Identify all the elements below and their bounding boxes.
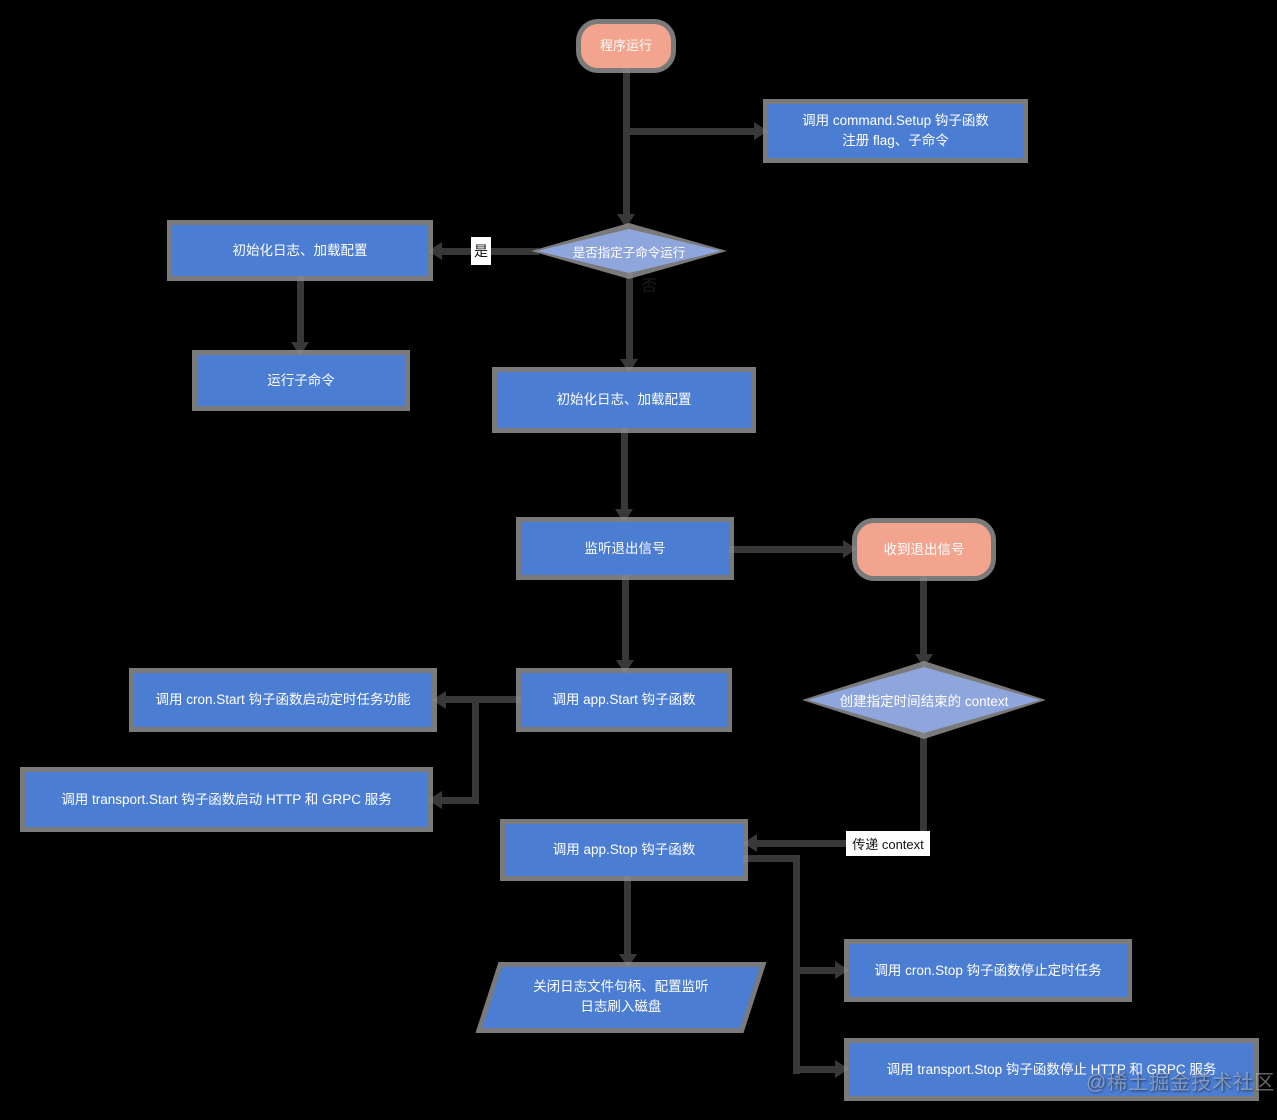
edge-no-to-init-log-center: [626, 273, 633, 361]
node-decision-context-label: 创建指定时间结束的 context: [839, 694, 1009, 709]
arrowhead-into-app-start: [616, 660, 634, 674]
edge-branch-to-transport-stop: [796, 1066, 837, 1073]
node-cron-start: 调用 cron.Start 钩子函数启动定时任务功能: [134, 673, 432, 727]
arrowhead-into-listen-exit: [615, 509, 633, 523]
node-app-stop-label: 调用 app.Stop 钩子函数: [552, 842, 696, 858]
arrowhead-into-run-subcommand: [291, 342, 309, 356]
node-listen-exit: 监听退出信号: [521, 522, 729, 575]
edge-label-no: 否: [641, 278, 658, 295]
edge-context-down: [920, 732, 927, 847]
arrowhead-into-receive-exit: [843, 540, 857, 558]
node-receive-exit: 收到退出信号: [857, 523, 991, 576]
edge-branch-left-to-transport-start: [440, 797, 479, 804]
edge-branch-down-to-transport-start: [472, 696, 479, 804]
edge-app-start-to-cron-start: [444, 696, 524, 703]
node-transport-stop-label: 调用 transport.Stop 钩子函数停止 HTTP 和 GRPC 服务: [886, 1061, 1217, 1077]
edge-label-yes: 是: [471, 237, 491, 265]
node-command-setup-line2: 注册 flag、子命令: [842, 133, 949, 148]
arrowhead-into-app-stop: [743, 834, 757, 852]
edge-context-to-app-stop: [757, 840, 927, 847]
node-init-log-center-label: 初始化日志、加载配置: [556, 392, 692, 408]
node-command-setup: 调用 command.Setup 钩子函数 注册 flag、子命令: [768, 104, 1023, 158]
node-start: 程序运行: [581, 24, 671, 68]
node-decision-subcommand-label: 是否指定子命令运行: [572, 245, 686, 260]
arrowhead-into-init-log-left: [428, 242, 442, 260]
edge-branch-to-cron-stop: [796, 967, 837, 974]
node-app-start: 调用 app.Start 钩子函数: [521, 673, 727, 727]
node-run-subcommand-label: 运行子命令: [267, 372, 335, 388]
node-listen-exit-label: 监听退出信号: [584, 540, 666, 556]
node-init-log-left-label: 初始化日志、加载配置: [232, 242, 368, 258]
node-close-log-line2: 日志刷入磁盘: [580, 999, 662, 1015]
edge-app-stop-branch-right: [741, 855, 800, 862]
edge-app-stop-branch-down: [793, 855, 800, 1074]
node-transport-stop: 调用 transport.Stop 钩子函数停止 HTTP 和 GRPC 服务: [849, 1043, 1254, 1096]
node-decision-context: 创建指定时间结束的 context: [802, 661, 1046, 739]
arrowhead-into-cron-stop: [835, 961, 849, 979]
node-app-start-label: 调用 app.Start 钩子函数: [552, 692, 696, 708]
arrowhead-into-transport-stop: [835, 1060, 849, 1078]
edge-branch-to-setup: [623, 128, 754, 135]
node-cron-stop-label: 调用 cron.Stop 钩子函数停止定时任务: [874, 962, 1102, 978]
edge-listen-to-app-start: [622, 573, 629, 662]
edge-listen-to-receive-exit: [727, 546, 845, 553]
edge-receive-to-decision-context: [920, 574, 927, 656]
node-receive-exit-label: 收到退出信号: [883, 541, 965, 557]
node-close-log-text: 关闭日志文件句柄、配置监听 日志刷入磁盘: [533, 977, 709, 1018]
node-decision-context-face: 创建指定时间结束的 context: [808, 667, 1040, 733]
node-cron-start-label: 调用 cron.Start 钩子函数启动定时任务功能: [155, 692, 411, 708]
arrowhead-into-close-log: [619, 954, 637, 968]
arrowhead-into-transport-start: [428, 791, 442, 809]
arrowhead-into-cron-start: [432, 691, 446, 709]
node-command-setup-line1: 调用 command.Setup 钩子函数: [802, 113, 989, 129]
edge-app-stop-to-close-log: [624, 874, 631, 956]
edge-label-pass-context: 传递 context: [846, 831, 930, 856]
node-cron-stop: 调用 cron.Stop 钩子函数停止定时任务: [849, 944, 1127, 997]
node-close-log: 关闭日志文件句柄、配置监听 日志刷入磁盘: [482, 967, 760, 1028]
edge-start-to-decision: [623, 66, 630, 216]
node-init-log-left: 初始化日志、加载配置: [172, 225, 428, 276]
watermark-text: @稀土掘金技术社区: [1086, 1072, 1276, 1094]
node-decision-subcommand: 是否指定子命令运行: [531, 223, 727, 279]
node-run-subcommand: 运行子命令: [197, 355, 405, 406]
node-transport-start: 调用 transport.Start 钩子函数启动 HTTP 和 GRPC 服务: [25, 772, 428, 827]
edge-init-left-to-run-subcommand: [297, 274, 304, 344]
node-init-log-center: 初始化日志、加载配置: [497, 372, 751, 428]
node-decision-subcommand-face: 是否指定子命令运行: [537, 229, 721, 273]
node-app-stop: 调用 app.Stop 钩子函数: [505, 824, 743, 876]
node-close-log-line1: 关闭日志文件句柄、配置监听: [533, 979, 709, 995]
node-transport-start-label: 调用 transport.Start 钩子函数启动 HTTP 和 GRPC 服务: [61, 791, 392, 807]
arrowhead-into-setup: [754, 122, 768, 140]
edge-init-center-to-listen-exit: [621, 426, 628, 511]
arrowhead-into-init-log-center: [620, 359, 638, 373]
node-start-label: 程序运行: [599, 37, 652, 53]
